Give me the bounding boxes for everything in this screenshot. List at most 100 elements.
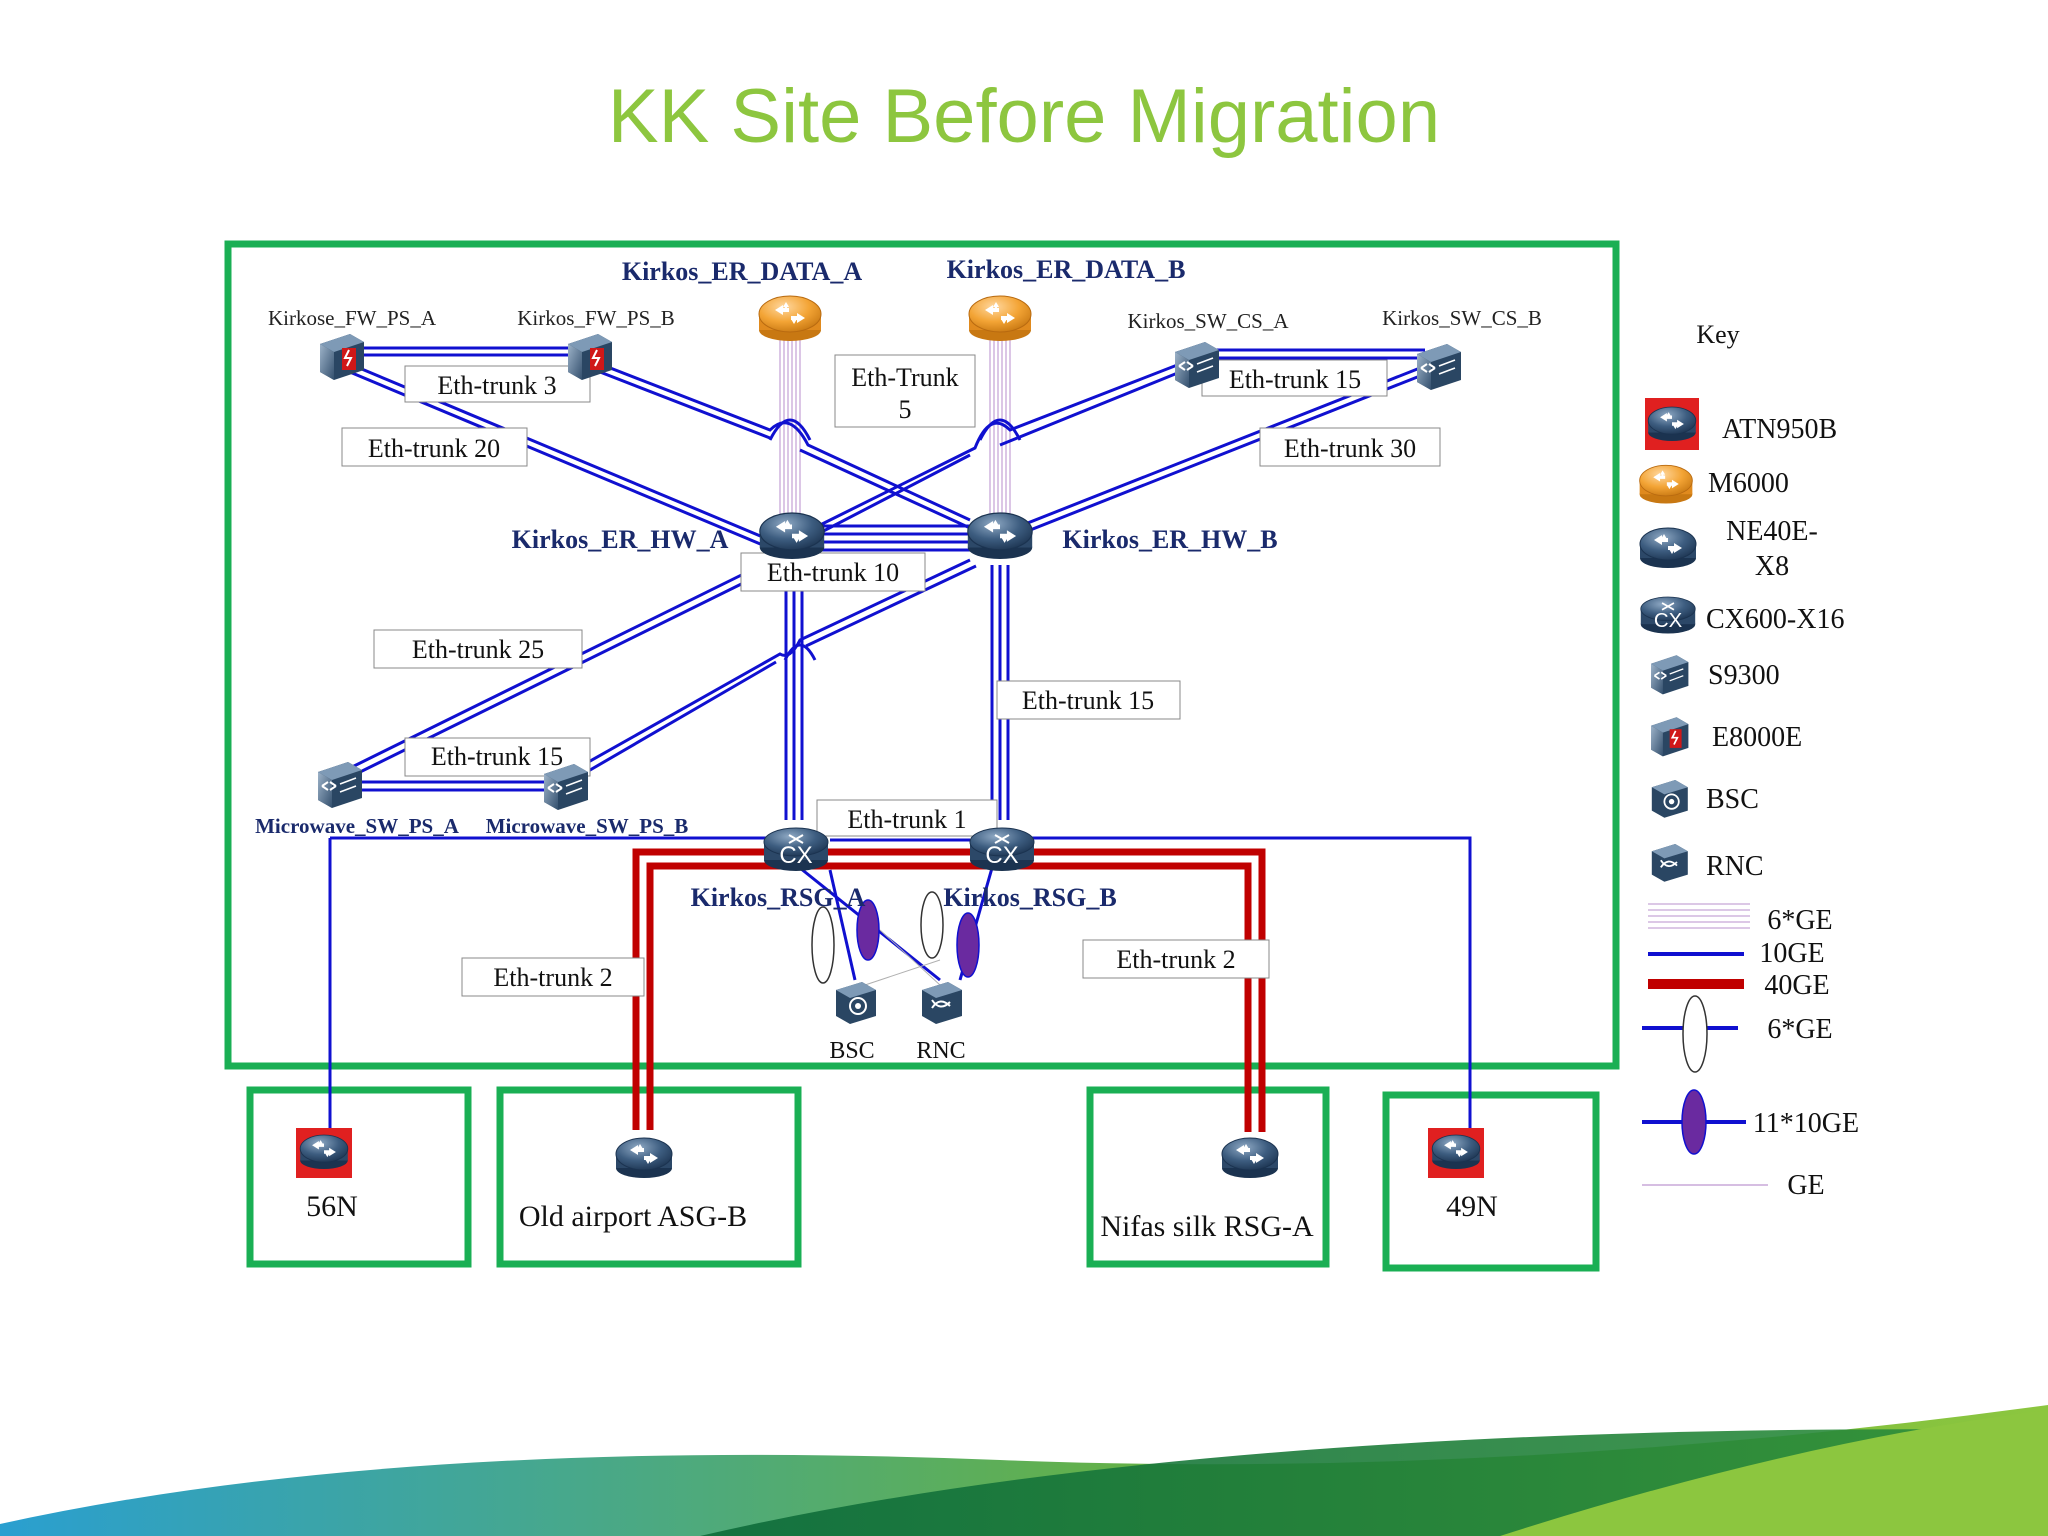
node-label: Kirkos_SW_CS_B: [1382, 306, 1542, 330]
node-label: Kirkos_RSG_B: [943, 883, 1116, 912]
node-label: Kirkos_SW_CS_A: [1127, 309, 1289, 333]
legend-11x10ge-oval: [1642, 1089, 1746, 1155]
trunk-label: Eth-trunk 3: [404, 365, 591, 403]
legend-6ge-bundle: [1648, 903, 1750, 929]
trunk-labels: Eth-trunk 3 Eth-Trunk 5 Eth-trunk 15 Eth-…: [341, 354, 1441, 997]
6ge-oval: [920, 891, 944, 959]
trunk-label: Eth-trunk 15: [1201, 359, 1388, 397]
cx600-icon: [969, 827, 1035, 872]
legend-label: 11*10GE: [1753, 1108, 1859, 1139]
trunk-label: Eth-trunk 15: [996, 680, 1181, 720]
link-bundle-ovals: [811, 891, 980, 984]
rnc-icon: [1650, 843, 1689, 883]
node-label: Kirkos_RSG_A: [691, 883, 866, 912]
node-label: Kirkos_ER_DATA_B: [947, 255, 1186, 284]
node-label: RNC: [916, 1038, 965, 1064]
trunk-label: Eth-trunk 30: [1259, 427, 1441, 467]
node-label: Microwave_SW_PS_B: [486, 814, 689, 838]
svg-text:Eth-trunk 25: Eth-trunk 25: [412, 635, 544, 664]
legend-label: 40GE: [1764, 970, 1829, 1001]
trunk-label: Eth-trunk 2: [1082, 939, 1270, 979]
bsc-icon: [1650, 779, 1689, 819]
node-label: Nifas silk RSG-A: [1100, 1210, 1314, 1243]
legend-label: M6000: [1708, 468, 1789, 499]
legend-label: E8000E: [1712, 722, 1802, 753]
atn950b-icon: [296, 1128, 352, 1178]
site-frames: [224, 240, 1620, 1272]
trunk-label: Eth-trunk 25: [373, 629, 583, 669]
svg-text:Eth-trunk 1: Eth-trunk 1: [847, 805, 966, 834]
link-hops: [768, 418, 1022, 661]
node-label: Kirkos_ER_HW_A: [512, 525, 729, 554]
legend-label: CX600-X16: [1706, 604, 1844, 635]
page-title: KK Site Before Migration: [608, 74, 1440, 159]
legend-label: 6*GE: [1767, 905, 1832, 936]
trunk-label: Eth-trunk 1: [816, 799, 998, 837]
svg-text:Eth-trunk 30: Eth-trunk 30: [1284, 434, 1416, 463]
e8000e-icon: [1650, 716, 1690, 758]
m6000-icon: [758, 295, 822, 342]
svg-text:Eth-trunk 3: Eth-trunk 3: [437, 371, 556, 400]
node-label: Kirkos_ER_DATA_A: [622, 257, 862, 286]
node-label: Kirkos_ER_HW_B: [1062, 525, 1277, 554]
svg-text:Eth-trunk 15: Eth-trunk 15: [431, 742, 563, 771]
svg-text:Eth-trunk 15: Eth-trunk 15: [1229, 365, 1361, 394]
devices: [296, 295, 1484, 1179]
svg-text:Eth-trunk 15: Eth-trunk 15: [1022, 686, 1154, 715]
legend-label: RNC: [1706, 851, 1764, 882]
node-label: Old airport ASG-B: [519, 1200, 747, 1233]
node-labels: Kirkos_ER_DATA_A Kirkos_ER_DATA_B Kirkos…: [255, 255, 1542, 1243]
main-site-frame: [224, 240, 1620, 1070]
atn950b-icon: [1645, 398, 1699, 450]
frame-56n: [246, 1086, 472, 1268]
legend-label: 10GE: [1759, 938, 1824, 969]
svg-text:Eth-trunk 2: Eth-trunk 2: [1116, 945, 1235, 974]
legend-title: Key: [1696, 320, 1739, 349]
trunk-label: Eth-trunk 2: [461, 957, 645, 997]
ne40e-icon: [967, 512, 1033, 560]
ge-bundle-links: [779, 340, 1011, 530]
legend-label: BSC: [1706, 784, 1759, 815]
node-label: Kirkos_FW_PS_B: [517, 306, 675, 330]
frame-nifas: [1086, 1086, 1330, 1268]
6ge-oval: [811, 906, 835, 984]
svg-text:5: 5: [899, 395, 912, 424]
frame-49n: [1382, 1091, 1600, 1272]
e8000e-icon: [319, 333, 365, 381]
cx600-icon: [763, 827, 829, 872]
node-label: BSC: [829, 1038, 874, 1064]
node-label: Kirkose_FW_PS_A: [268, 306, 437, 330]
svg-text:Eth-trunk 20: Eth-trunk 20: [368, 434, 500, 463]
trunk-label: Eth-trunk 20: [341, 427, 528, 467]
ne40e-icon: [759, 512, 825, 560]
atn950b-icon: [1428, 1128, 1484, 1178]
s9300-icon: [317, 761, 363, 809]
legend-label: S9300: [1708, 660, 1780, 691]
node-label: Microwave_SW_PS_A: [255, 814, 460, 838]
legend-6ge-oval: [1642, 995, 1738, 1073]
trunk-label: Eth-trunk 10: [740, 552, 926, 592]
11x10ge-oval: [856, 899, 880, 961]
11x10ge-oval: [956, 912, 980, 978]
legend-label: 6*GE: [1767, 1014, 1832, 1045]
legend: Key ATN950B M6000 NE40E- X8 CX600-X16 S9…: [1639, 320, 1859, 1201]
legend-label: ATN950B: [1722, 414, 1837, 445]
m6000-icon: [1639, 464, 1693, 504]
bsc-icon: [835, 981, 877, 1025]
ne40e-icon: [615, 1137, 673, 1179]
decorative-waves: [0, 1405, 2048, 1536]
node-label: 49N: [1446, 1190, 1498, 1223]
trunk-label: Eth-Trunk 5: [834, 354, 976, 428]
legend-label: GE: [1787, 1170, 1824, 1201]
s9300-icon: [1650, 654, 1690, 696]
cx600-icon: [1639, 596, 1697, 635]
legend-label: X8: [1755, 551, 1789, 582]
node-label: 56N: [306, 1190, 358, 1223]
ne40e-icon: [1639, 527, 1697, 569]
svg-text:Eth-trunk 2: Eth-trunk 2: [493, 963, 612, 992]
legend-label: NE40E-: [1726, 516, 1818, 547]
svg-text:Eth-trunk 10: Eth-trunk 10: [767, 558, 899, 587]
svg-text:Eth-Trunk: Eth-Trunk: [851, 363, 958, 392]
m6000-icon: [968, 295, 1032, 342]
